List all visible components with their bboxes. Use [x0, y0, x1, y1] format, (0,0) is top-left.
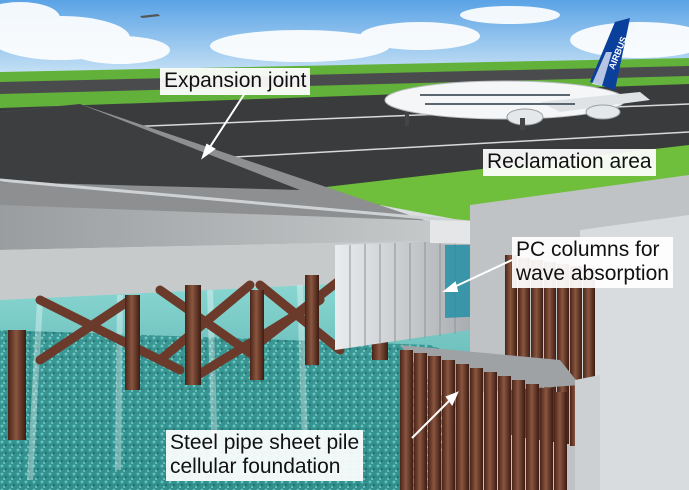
- clouds: [0, 2, 689, 64]
- sheet-piles-front: [400, 350, 567, 490]
- pier-deck-runway: [0, 104, 300, 190]
- steel-columns: [8, 265, 388, 440]
- distant-plane-icon: [140, 14, 160, 18]
- steel-pipe-label-line1: Steel pipe sheet pile: [170, 431, 360, 454]
- pc-columns-label-line2: wave absorption: [516, 262, 669, 285]
- pc-columns-label-line1: PC columns for: [516, 238, 660, 261]
- expansion-joint-arrow: [207, 92, 246, 151]
- reclamation-area-label: Reclamation area: [483, 149, 656, 176]
- expansion-joint-line: [0, 178, 471, 224]
- expansion-joint-label: Expansion joint: [160, 68, 311, 95]
- steel-pipe-label: Steel pipe sheet pile cellular foundatio…: [166, 430, 364, 481]
- pier-slab-edge: [0, 205, 470, 250]
- airbus-aircraft: AIRBUS: [384, 18, 650, 130]
- steel-pipe-label-line2: cellular foundation: [170, 455, 341, 478]
- pc-columns-label: PC columns for wave absorption: [512, 237, 673, 288]
- steel-pipe-arrow: [411, 397, 453, 439]
- steel-truss-bracing: [35, 275, 345, 385]
- pc-columns-arrow: [451, 259, 513, 289]
- cell-divider-wall: [575, 375, 600, 490]
- leader-arrows: [201, 92, 513, 439]
